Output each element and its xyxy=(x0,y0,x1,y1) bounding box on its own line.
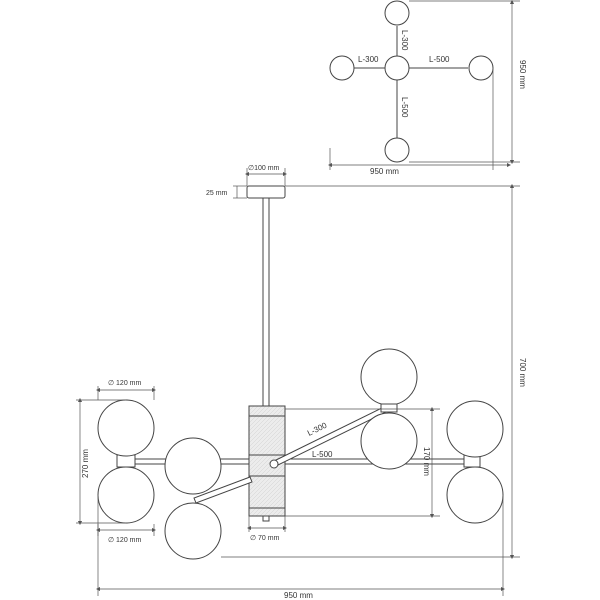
top-view-globe-bottom xyxy=(384,137,410,163)
globe-pair-height-label: 270 mm xyxy=(81,449,90,478)
upper-right-holder xyxy=(380,403,398,413)
arm-short-label: L-300 xyxy=(306,420,329,437)
globe-right-upper xyxy=(446,400,504,458)
body-diameter-label: ∅ 70 mm xyxy=(250,535,280,542)
total-height-label: 700 mm xyxy=(518,358,527,387)
drop-height-label: 170 mm xyxy=(422,447,431,476)
top-arm-up-label: L-300 xyxy=(400,30,409,51)
body-finial xyxy=(262,515,270,522)
total-width-label: 950 mm xyxy=(284,591,313,600)
body-joint xyxy=(269,459,279,469)
globe-left-upper xyxy=(97,399,155,457)
top-view-globe-right xyxy=(468,55,494,81)
top-depth-label: 950 mm xyxy=(518,60,527,89)
globe-right-lower xyxy=(446,466,504,524)
top-arm-right-label: L-500 xyxy=(429,55,450,64)
top-view-globe-top xyxy=(384,0,410,26)
globe-mid-right xyxy=(360,412,418,470)
globe-bottom-left xyxy=(164,502,222,560)
top-view: L-300 L-300 L-500 L-500 950 mm 950 mm xyxy=(327,0,527,176)
globe-upper-right xyxy=(360,348,418,406)
globe-left-lower xyxy=(97,466,155,524)
top-view-globe-left xyxy=(329,55,355,81)
top-arm-left-label: L-300 xyxy=(358,55,379,64)
arm-long-label: L-500 xyxy=(312,450,333,459)
top-arm-down-label: L-500 xyxy=(400,97,409,118)
suspension-rod xyxy=(262,197,270,407)
globe-diameter-bottom-label: ∅ 120 mm xyxy=(108,537,141,544)
canopy xyxy=(246,185,286,199)
top-view-globe-center xyxy=(384,55,410,81)
canopy-diameter-label: ∅100 mm xyxy=(248,165,280,172)
left-holder xyxy=(116,454,136,468)
top-width-label: 950 mm xyxy=(370,167,399,176)
canopy-height-label: 25 mm xyxy=(206,190,228,197)
globe-center-left xyxy=(164,437,222,495)
side-view: ∅100 mm 25 mm xyxy=(76,165,527,600)
globe-diameter-top-label: ∅ 120 mm xyxy=(108,380,141,387)
